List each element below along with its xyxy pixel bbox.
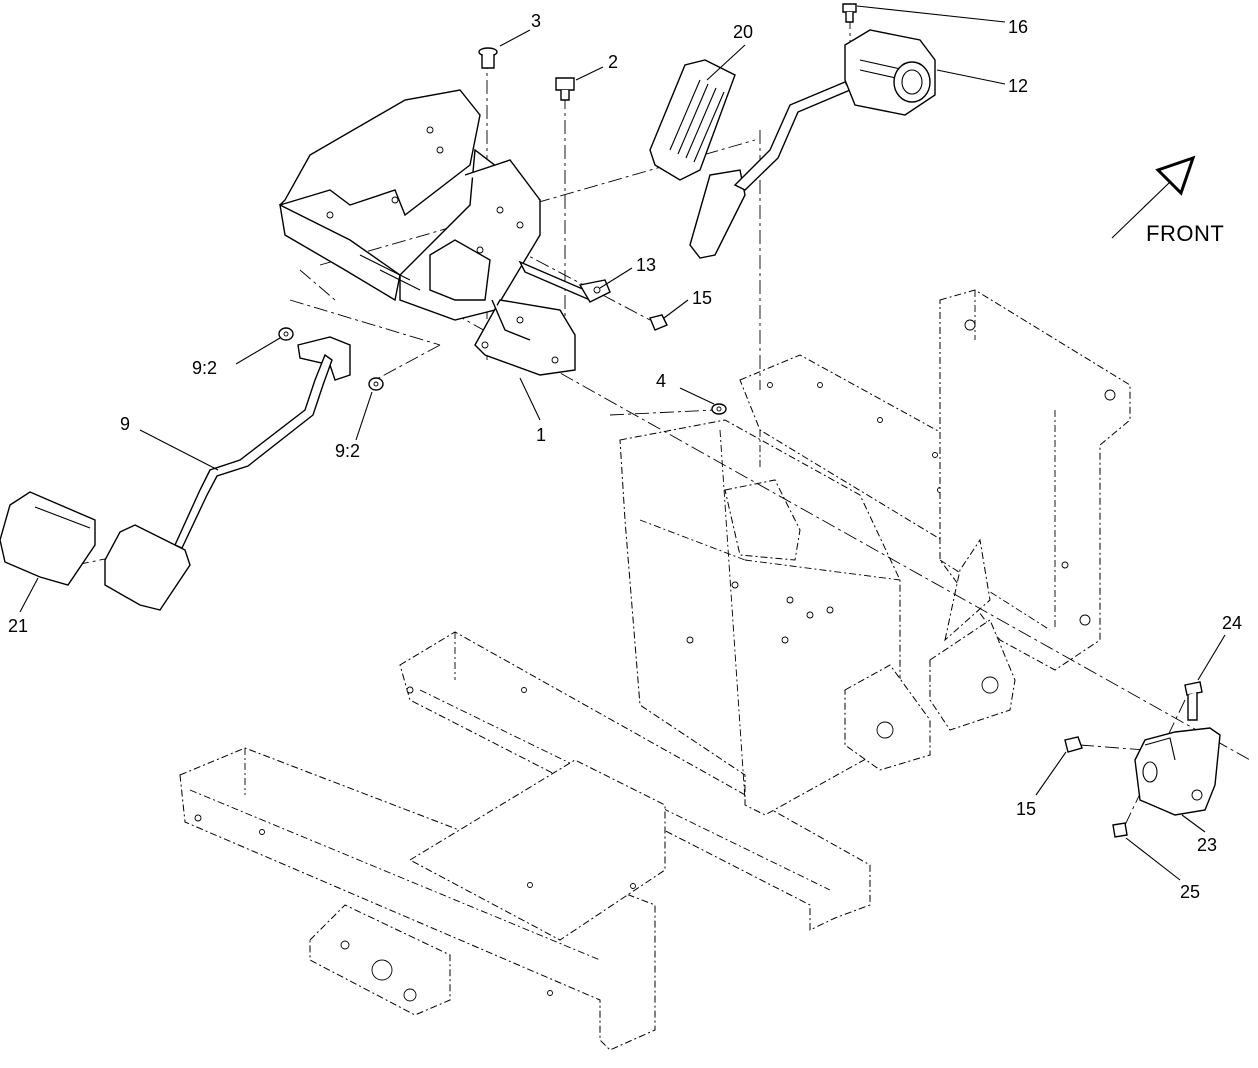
callouts: 3 2 20 16 12 13 15 4 [8, 5, 1242, 902]
callout-9-2-left: 9:2 [192, 337, 281, 378]
svg-text:25: 25 [1180, 882, 1200, 902]
side-bracket [1134, 727, 1221, 816]
svg-text:23: 23 [1197, 835, 1217, 855]
lower-frame-phantom [179, 631, 871, 1051]
callout-1: 1 [519, 377, 546, 445]
svg-text:2: 2 [608, 52, 618, 72]
callout-9: 9 [120, 414, 219, 471]
callout-16: 16 [856, 5, 1028, 37]
svg-text:20: 20 [733, 22, 753, 42]
bolt-24 [1184, 681, 1203, 721]
bushing-right [368, 377, 384, 391]
callout-20: 20 [706, 22, 753, 81]
bolt-16 [842, 3, 857, 23]
bolt-15-lower [1064, 736, 1083, 753]
bolt-15-upper [649, 314, 668, 331]
callout-13: 13 [599, 255, 656, 289]
svg-text:9: 9 [120, 414, 130, 434]
svg-text:9:2: 9:2 [192, 358, 217, 378]
throttle-sensor [844, 29, 936, 116]
svg-text:1: 1 [536, 425, 546, 445]
callout-25: 25 [1125, 837, 1200, 902]
bushing-left [278, 327, 294, 341]
callout-15-lower: 15 [1016, 751, 1067, 819]
pedal-pad-front [104, 524, 191, 611]
svg-text:16: 16 [1008, 17, 1028, 37]
callout-3: 3 [499, 11, 541, 47]
callout-24: 24 [1197, 613, 1242, 681]
upper-frame-phantom [619, 289, 1131, 816]
pivot-pin [518, 260, 611, 303]
callout-2: 2 [575, 52, 618, 81]
svg-text:21: 21 [8, 616, 28, 636]
svg-text:3: 3 [531, 11, 541, 31]
svg-text:13: 13 [636, 255, 656, 275]
callout-23: 23 [1181, 814, 1217, 855]
svg-text:15: 15 [1016, 799, 1036, 819]
callout-9-2-right: 9:2 [335, 391, 373, 461]
svg-text:15: 15 [692, 288, 712, 308]
svg-text:4: 4 [656, 371, 666, 391]
nut-25 [1112, 822, 1128, 838]
svg-text:24: 24 [1222, 613, 1242, 633]
pedal-bracket [279, 89, 576, 376]
svg-text:9:2: 9:2 [335, 441, 360, 461]
callout-15-upper: 15 [663, 288, 712, 319]
callout-4: 4 [656, 371, 715, 405]
callout-21: 21 [8, 577, 39, 636]
svg-text:12: 12 [1008, 76, 1028, 96]
front-label: FRONT [1146, 221, 1224, 246]
accelerator-pedal-pad [649, 59, 736, 181]
nut-4 [711, 403, 727, 415]
bolt-3 [478, 47, 498, 69]
front-direction-arrow: FRONT [1111, 155, 1224, 246]
pedal-pad-rear [0, 491, 96, 586]
callout-12: 12 [936, 69, 1028, 96]
bolt-2 [555, 77, 575, 101]
